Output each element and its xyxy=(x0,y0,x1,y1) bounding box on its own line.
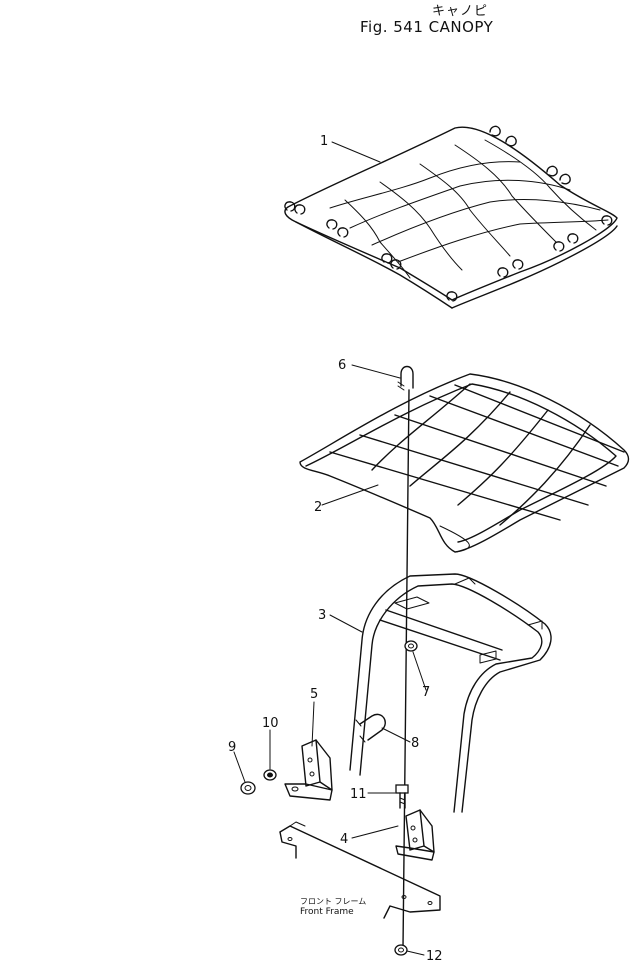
callout-4: 4 xyxy=(340,832,348,847)
part-3-canopy-frame xyxy=(349,573,552,813)
part-6-u-bolt xyxy=(397,365,414,391)
callout-2: 2 xyxy=(314,500,322,515)
callout-1: 1 xyxy=(320,134,328,149)
front-frame-label: Front Frame xyxy=(300,907,354,917)
figure-title: Fig. 541 CANOPY xyxy=(360,18,494,36)
part-5-bracket xyxy=(284,739,333,801)
callout-12: 12 xyxy=(426,949,443,961)
part-4-bracket xyxy=(395,809,435,861)
callout-6: 6 xyxy=(338,358,346,373)
part-10-washer xyxy=(263,769,277,781)
callout-numbers: 1 2 3 4 5 6 7 8 9 10 11 12 xyxy=(228,134,443,961)
leader-lines xyxy=(233,141,427,956)
callout-8: 8 xyxy=(411,736,419,751)
callout-7: 7 xyxy=(422,685,430,700)
front-frame xyxy=(279,821,441,919)
part-9-nut xyxy=(240,781,256,795)
part-1-canopy-cover xyxy=(284,125,618,309)
part-8-u-bolt xyxy=(355,713,386,743)
front-frame-label-jp: フロント フレーム xyxy=(300,897,366,906)
figure-title-jp: キャノピ xyxy=(432,4,489,19)
part-2-roof-rack xyxy=(299,373,630,553)
callout-9: 9 xyxy=(228,740,236,755)
callout-11: 11 xyxy=(350,787,367,802)
part-12-nut xyxy=(394,944,408,956)
part-7-nut xyxy=(404,640,418,652)
part-11-bolt xyxy=(395,784,409,809)
callout-10: 10 xyxy=(262,716,279,731)
callout-3: 3 xyxy=(318,608,326,623)
callout-5: 5 xyxy=(310,687,318,702)
